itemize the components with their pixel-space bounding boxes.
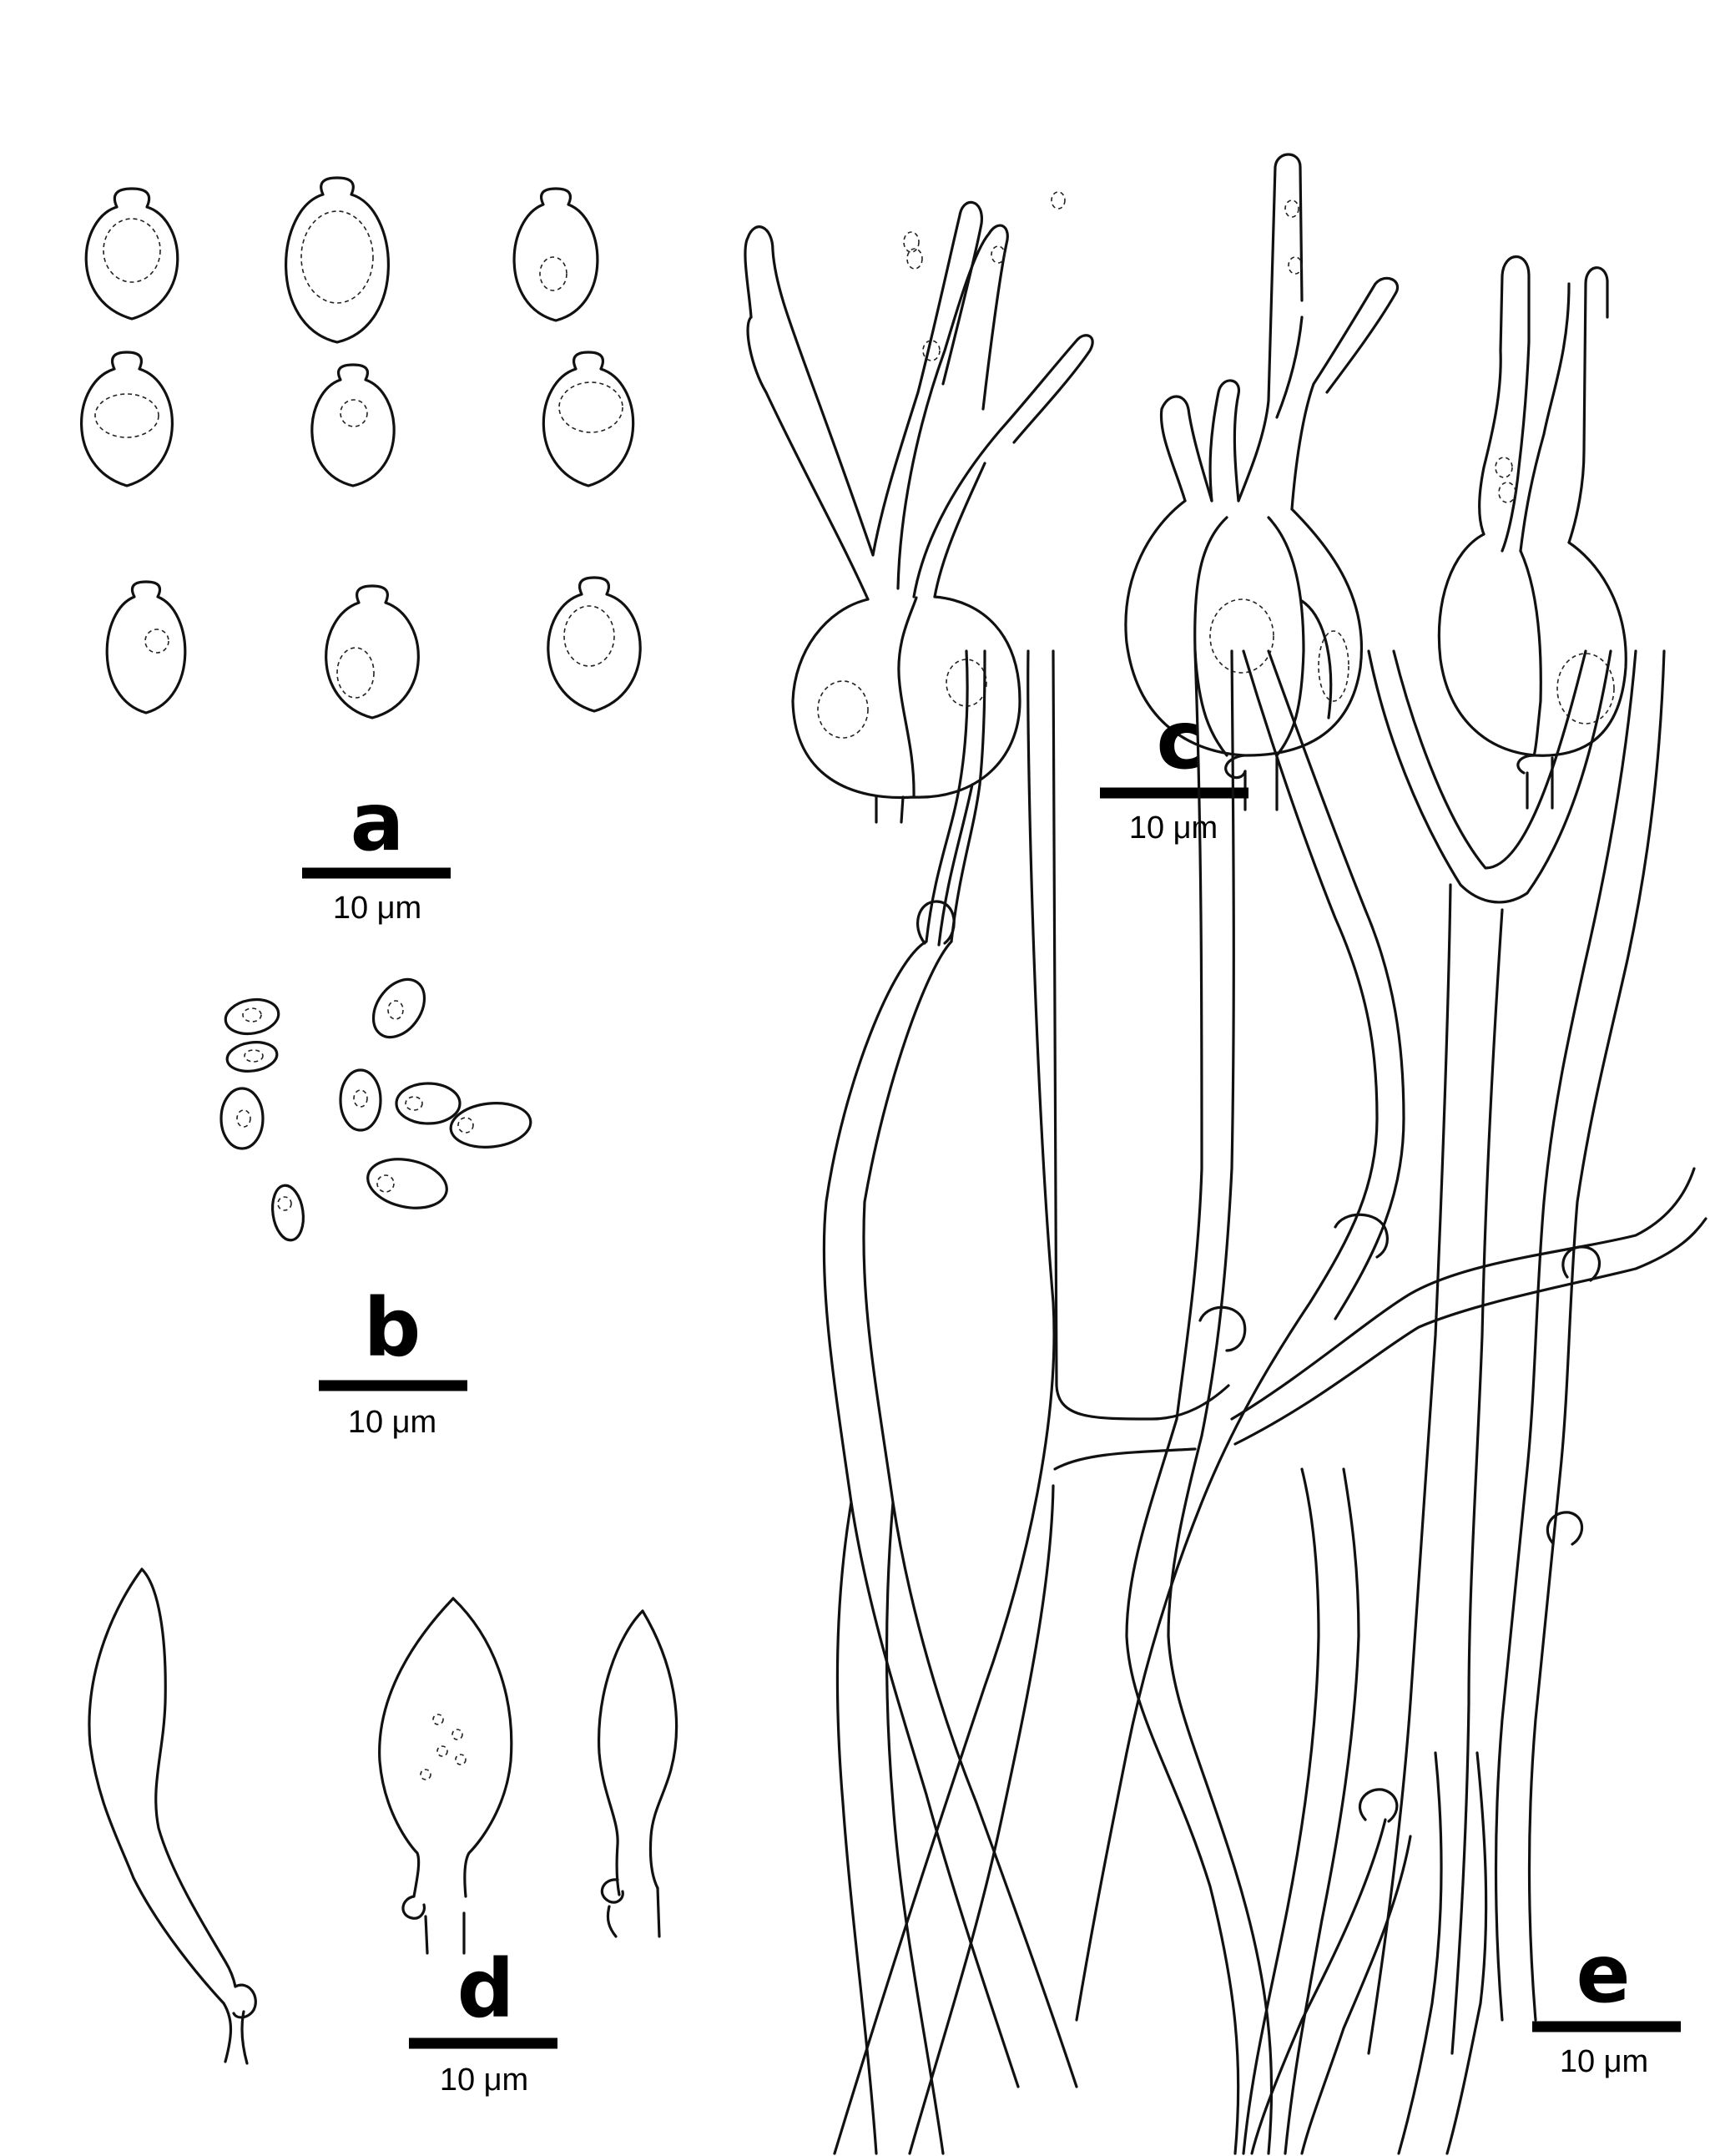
spore [310, 363, 396, 487]
scale-d: d 10 μm [409, 1942, 557, 2098]
panel-b-cells [219, 977, 532, 1242]
panel-label-d: d [457, 1942, 515, 2036]
spore [80, 351, 174, 487]
spore [105, 580, 187, 714]
panel-d-cystidia [88, 1568, 678, 2065]
scale-a: a 10 μm [302, 775, 451, 926]
panel-a-spores [80, 176, 642, 720]
scale-text-b: 10 μm [348, 1405, 436, 1440]
panel-label-e: e [1576, 1927, 1630, 2021]
spore [542, 351, 635, 487]
spore [84, 187, 179, 321]
scale-e: e 10 μm [1532, 1927, 1681, 2079]
scale-text-c: 10 μm [1129, 810, 1218, 846]
scale-b: b 10 μm [319, 1281, 467, 1440]
scale-text-a: 10 μm [333, 891, 421, 926]
spore [325, 584, 420, 720]
spore [285, 176, 390, 344]
panel-label-a: a [351, 775, 405, 869]
scale-c: c 10 μm [1100, 694, 1248, 846]
panel-e-hyphae [822, 649, 1707, 2155]
spore [512, 187, 599, 322]
scale-text-d: 10 μm [440, 2063, 528, 2098]
spore [547, 576, 642, 713]
panel-label-b: b [364, 1281, 421, 1375]
scale-text-e: 10 μm [1560, 2044, 1648, 2079]
